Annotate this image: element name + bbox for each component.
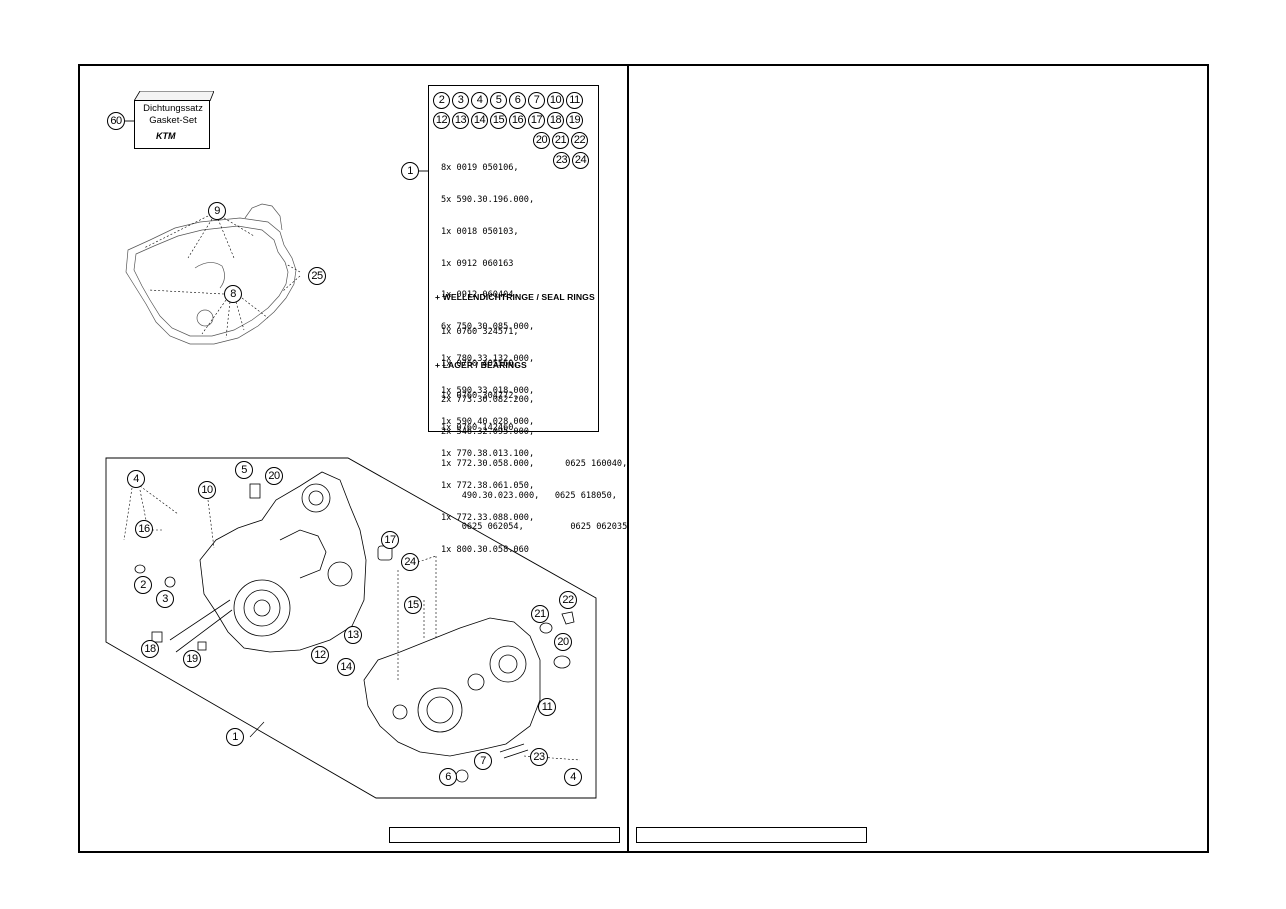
parts-number-list: 8x 0019 050106, 5x 590.30.196.000, 1x 00… [441, 142, 534, 576]
callout-22: 22 [559, 591, 577, 609]
bubble: 13 [452, 112, 469, 129]
callout-1-legend: 1 [401, 162, 419, 180]
bubble-row-1: 2 3 4 5 6 7 10 11 [433, 92, 583, 109]
bubble: 3 [452, 92, 469, 109]
seal-rings-header: + WELLENDICHTRINGE / SEAL RINGS [435, 292, 595, 302]
bubble: 2 [433, 92, 450, 109]
callout-24: 24 [401, 553, 419, 571]
callout-12: 12 [311, 646, 329, 664]
callout-3: 3 [156, 590, 174, 608]
part-number: 1x 780.33.132.000, [441, 353, 535, 364]
bearings-list: 2x 773.30.082.200, 2x 546.32.095.000, 1x… [441, 374, 627, 554]
bubble: 10 [547, 92, 564, 109]
bubble-row-4: 23 24 [553, 152, 589, 169]
part-number: 490.30.023.000, 0625 618050, [441, 490, 617, 501]
callout-13: 13 [344, 626, 362, 644]
callout-20b: 20 [554, 633, 572, 651]
callout-19: 19 [183, 650, 201, 668]
gasket-set-box: Dichtungssatz Gasket-Set KTM [134, 91, 214, 149]
part-number: 0625 062054, 0625 062035 [441, 522, 628, 533]
part-number: 2x 773.30.082.200, [441, 395, 535, 406]
callout-23: 23 [530, 748, 548, 766]
part-number: 1x 0912 060404, [441, 290, 519, 301]
gasket-box-face [134, 100, 210, 149]
bubble: 22 [571, 132, 588, 149]
bubble: 14 [471, 112, 488, 129]
part-number: 1x 770.38.013.100, [441, 449, 535, 460]
part-number: 1x 590.40.028.000, [441, 417, 535, 428]
part-number: 1x 772.33.088.000, [441, 512, 535, 523]
callout-14: 14 [337, 658, 355, 676]
callout-21: 21 [531, 605, 549, 623]
page-divider [627, 64, 629, 853]
bubble: 15 [490, 112, 507, 129]
cover-gasket-drawing [125, 203, 297, 345]
callout-4: 4 [127, 470, 145, 488]
part-number: 1x 0912 060163 [441, 258, 514, 269]
callout-8: 8 [224, 285, 242, 303]
callout-25: 25 [308, 267, 326, 285]
footer-box-left [389, 827, 620, 843]
callout-60: 60 [107, 112, 125, 130]
part-number: 1x 0760 142460 [441, 422, 514, 433]
gasket-label-de: Dichtungssatz [143, 103, 203, 114]
callout-20: 20 [265, 467, 283, 485]
bubble: 18 [547, 112, 564, 129]
bubble-row-3: 20 21 22 [533, 132, 588, 149]
part-number: 6x 750.30.085.000, [441, 322, 535, 333]
bubble: 23 [553, 152, 570, 169]
bubble: 7 [528, 92, 545, 109]
callout-16: 16 [135, 520, 153, 538]
part-number: 2x 546.32.095.000, [441, 426, 535, 437]
callout-18: 18 [141, 640, 159, 658]
callout-15: 15 [404, 596, 422, 614]
part-number: 1x 0760 304772, [441, 390, 519, 401]
bubble: 6 [509, 92, 526, 109]
callout-11: 11 [538, 698, 556, 716]
bubble: 4 [471, 92, 488, 109]
callout-4b: 4 [564, 768, 582, 786]
bubble: 16 [509, 112, 526, 129]
callout-9: 9 [208, 202, 226, 220]
bubble-row-2: 12 13 14 15 16 17 18 19 [433, 112, 583, 129]
gasket-box-top [134, 91, 214, 101]
callout-5: 5 [235, 461, 253, 479]
left-crankcase-drawing [134, 471, 393, 653]
part-number: 1x 800.30.058.060 [441, 544, 529, 555]
footer-box-right [636, 827, 867, 843]
ktm-logo: KTM [156, 131, 176, 141]
seal-rings-list: 1x 0760 324571, 1x 0760 405560, 1x 0760 … [441, 306, 519, 454]
part-number: 1x 590.33.018.000, [441, 385, 535, 396]
part-number: 8x 0019 050106, [441, 163, 519, 174]
callout-7: 7 [474, 752, 492, 770]
bubble: 17 [528, 112, 545, 129]
bubble: 11 [566, 92, 583, 109]
callout-2: 2 [134, 576, 152, 594]
callout-1: 1 [226, 728, 244, 746]
page-frame [78, 64, 1209, 853]
bubble: 24 [572, 152, 589, 169]
part-number: 1x 772.30.058.000, 0625 160040, [441, 458, 628, 469]
part-number: 1x 0760 405560, [441, 358, 519, 369]
parts-legend-box: 2 3 4 5 6 7 10 11 12 13 14 15 16 17 18 1… [428, 85, 627, 555]
bubble: 20 [533, 132, 550, 149]
bubble: 21 [552, 132, 569, 149]
part-number: 1x 0018 050103, [441, 226, 519, 237]
callout-17: 17 [381, 531, 399, 549]
bubble: 12 [433, 112, 450, 129]
part-number: 1x 772.38.061.050, [441, 481, 535, 491]
gasket-label-en: Gasket-Set [149, 115, 197, 126]
part-number: 5x 590.30.196.000, [441, 194, 535, 205]
callout-6: 6 [439, 768, 457, 786]
bubble: 5 [490, 92, 507, 109]
bearings-header: + LAGER / BEARINGS [435, 360, 527, 370]
bubble: 19 [566, 112, 583, 129]
callout-10: 10 [198, 481, 216, 499]
part-number: 1x 0760 324571, [441, 327, 519, 338]
